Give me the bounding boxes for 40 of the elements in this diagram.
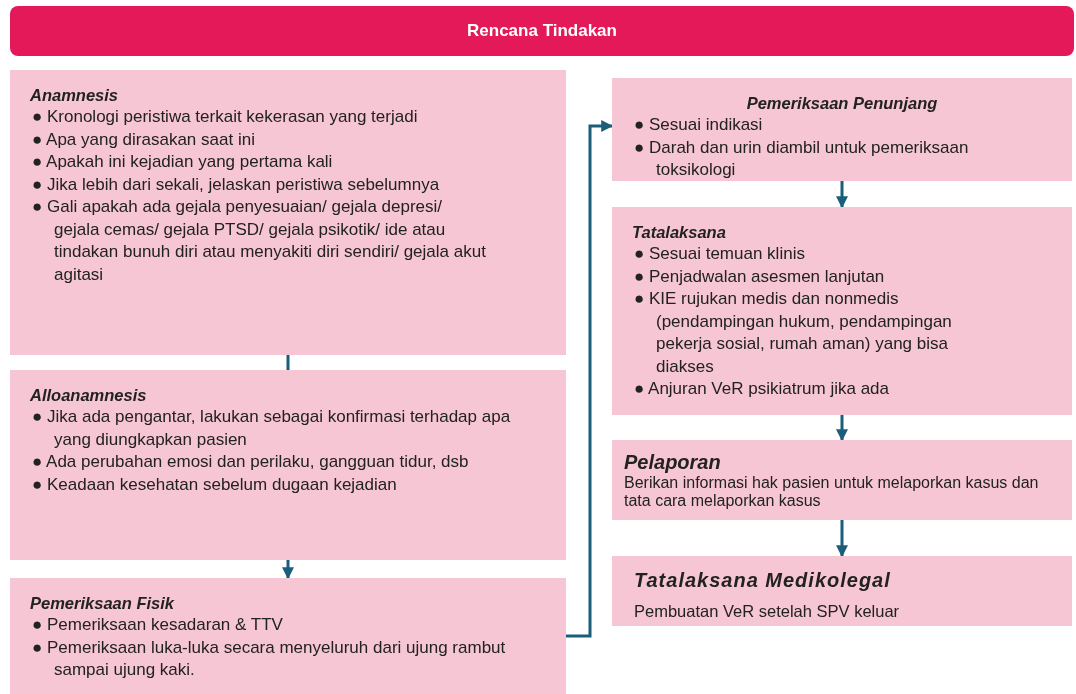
- box-heading: Pemeriksaan Fisik: [30, 593, 176, 614]
- bullet-item: ● Keadaan kesehatan sebelum dugaan kejadian: [31, 473, 398, 496]
- process-box: [612, 207, 1072, 415]
- box-heading: Tatalaksana: [632, 222, 727, 243]
- box-heading: Pemeriksaan Penunjang: [745, 93, 939, 114]
- bullet-item: ● KIE rujukan medis dan nonmedis (pendampingan hukum, pendampingan pekerja sosial, rumah aman) yang bisa diakses: [633, 288, 953, 378]
- arrow: [836, 520, 848, 558]
- process-box: [612, 556, 1072, 626]
- title-banner: [10, 6, 1074, 56]
- bullet-item: ● Penjadwalan asesmen lanjutan: [633, 265, 886, 288]
- bullet-item: ● Apakah ini kejadian yang pertama kali: [31, 151, 334, 173]
- bullet-item: ● Anjuran VeR psikiatrum jika ada: [633, 378, 890, 400]
- process-box: [10, 370, 566, 560]
- bullet-item: ● Pemeriksaan luka-luka secara menyeluruh dari ujung rambut sampai ujung kaki.: [31, 636, 507, 681]
- bullet-item: ● Apa yang dirasakan saat ini: [31, 128, 256, 151]
- box-heading: Anamnesis: [30, 85, 120, 106]
- box-text: Pembuatan VeR setelah SPV keluar: [634, 601, 901, 622]
- bullet-item: ● Jika lebih dari sekali, jelaskan peristiwa sebelumnya: [31, 173, 441, 196]
- banner-title: Rencana Tindakan: [467, 21, 617, 41]
- arrow: [282, 560, 294, 580]
- bullet-item: ● Sesuai temuan klinis: [633, 243, 806, 265]
- process-box: [612, 78, 1072, 181]
- bullet-item: ● Kronologi peristiwa terkait kekerasan yang terjadi: [31, 106, 419, 128]
- arrow: [566, 120, 614, 638]
- bullet-item: ● Sesuai indikasi: [633, 114, 764, 136]
- bullet-item: ● Darah dan urin diambil untuk pemeriksaan toksikologi: [633, 136, 970, 181]
- bullet-item: ● Ada perubahan emosi dan perilaku, gangguan tidur, dsb: [31, 451, 470, 473]
- box-text: Berikan informasi hak pasien untuk melaporkan kasus dan tata cara melaporkan kasus: [624, 474, 1040, 510]
- box-heading: Alloanamnesis: [30, 385, 148, 406]
- process-box: [612, 440, 1072, 520]
- bullet-item: ● Pemeriksaan kesadaran & TTV: [31, 614, 284, 636]
- process-box: [10, 70, 566, 355]
- box-heading: Pelaporan: [624, 450, 722, 474]
- bullet-item: ● Jika ada pengantar, lakukan sebagai konfirmasi terhadap apa yang diungkapkan pasien: [31, 406, 512, 451]
- bullet-item: ● Gali apakah ada gejala penyesuaian/ gejala depresi/ gejala cemas/ gejala PTSD/ gejala psikotik/ ide atau tindakan bunuh diri atau menyakiti diri sendiri/ gejala akut agitasi: [31, 196, 486, 286]
- box-heading: Tatalaksana Medikolegal: [634, 568, 892, 592]
- connector-line: [286, 355, 290, 370]
- arrow: [836, 181, 848, 209]
- arrow: [836, 415, 848, 442]
- process-box: [10, 578, 566, 694]
